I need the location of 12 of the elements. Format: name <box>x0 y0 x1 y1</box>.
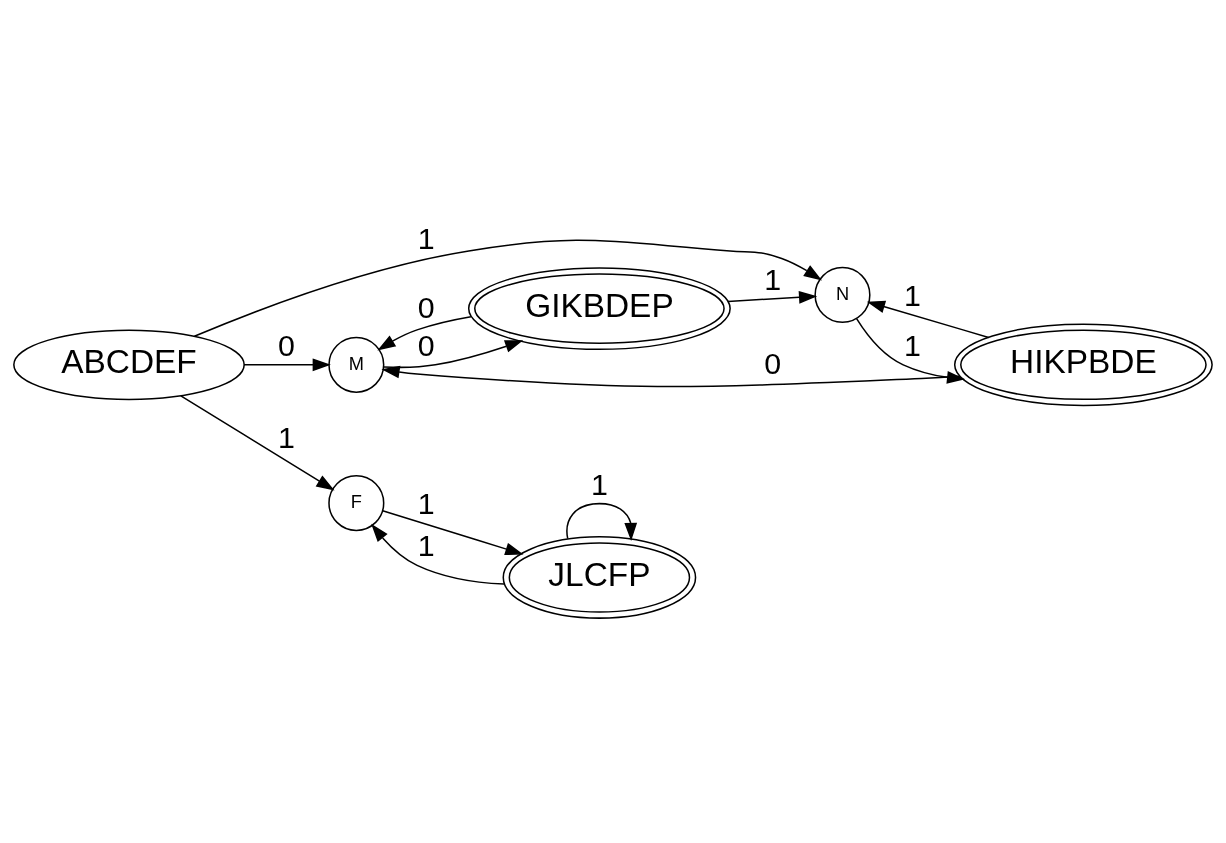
edge-label: 0 <box>764 346 782 380</box>
edge-label: 1 <box>590 467 608 501</box>
edge-label: 0 <box>417 328 435 362</box>
edge-label: 0 <box>278 328 295 362</box>
edge-label: 1 <box>417 222 435 256</box>
edge-label: 1 <box>417 529 435 563</box>
edge-label: 1 <box>903 278 921 312</box>
edge-label: 0 <box>417 290 435 324</box>
edge-label: 1 <box>903 328 921 362</box>
edge-label: 1 <box>278 421 295 455</box>
edge-label: 1 <box>764 263 782 297</box>
edge-label: 1 <box>417 486 435 520</box>
